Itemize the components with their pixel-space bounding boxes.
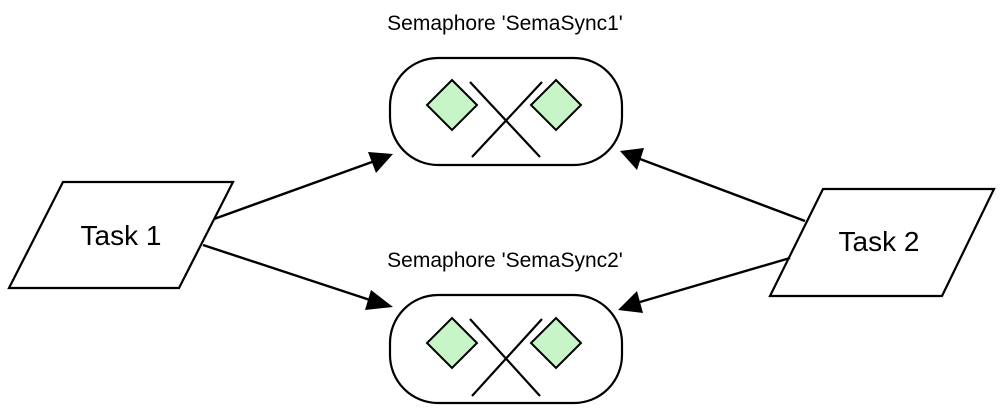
task-1-shape [7,180,235,290]
task-1-label: Task 1 [81,220,162,251]
edge-task2-to-sema2 [618,256,791,313]
task-2-label: Task 2 [839,226,920,257]
edge-task2-to-sema1 [620,148,806,223]
task-2-node[interactable]: Task 2 [768,187,996,298]
semaphore-1-shape [388,56,624,167]
edge-task1-to-sema2 [202,243,393,310]
crossed-flags-icon [425,78,583,158]
semaphore-2-shape [388,293,624,405]
semaphore-2-node[interactable] [388,293,624,405]
semaphore-1-node[interactable] [388,56,624,167]
edge-task1-to-sema1 [213,152,393,221]
crossed-flags-icon [425,316,583,397]
semaphore-2-label: Semaphore 'SemaSync2' [387,249,623,272]
task-2-shape [768,187,996,298]
task-1-node[interactable]: Task 1 [7,180,235,290]
semaphore-1-label: Semaphore 'SemaSync1' [387,12,623,35]
